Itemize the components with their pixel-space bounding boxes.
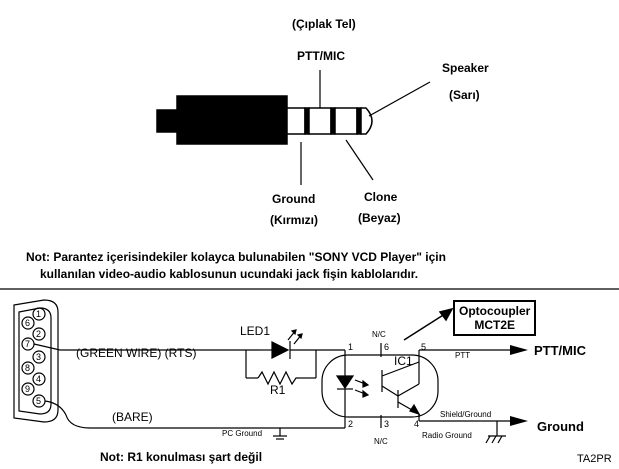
ptt-line-label: PTT: [455, 351, 471, 360]
shield-ground-label: Shield/Ground: [440, 410, 492, 419]
jack-ring-segment: [334, 107, 358, 135]
r1-optional-note: Not: R1 konulması şart değil: [100, 450, 263, 464]
author-tag: TA2PR: [577, 453, 612, 465]
jack-speaker-label: Speaker: [442, 61, 489, 75]
ic-pin-4: 4: [414, 419, 420, 429]
db9-connector: [13, 299, 59, 423]
db9-pin-hole-6: [21, 316, 35, 330]
jack-sleeve: [286, 107, 306, 135]
jack-body: [176, 95, 288, 145]
ground-output-label: Ground: [537, 419, 584, 434]
ic1-label: IC1: [394, 354, 413, 368]
resistor-r1-symbol: [257, 370, 300, 386]
radio-ground-label: Radio Ground: [422, 431, 472, 440]
db9-pin-hole-2: [32, 327, 46, 341]
ptt-arrowhead: [510, 345, 528, 355]
r1-label: R1: [270, 383, 286, 397]
db9-pin-hole-8: [21, 361, 35, 375]
led1-label: LED1: [240, 324, 271, 338]
radio-ground-symbol: [485, 435, 506, 444]
db9-pin-hole-4: [32, 372, 46, 386]
jack-cable-end: [156, 109, 178, 133]
pc-ground-symbol: [273, 435, 287, 440]
db9-pin-7: 7: [25, 339, 31, 349]
jack-ground-note: (Kırmızı): [270, 213, 318, 227]
jack-clone-note: (Beyaz): [358, 211, 401, 225]
db9-pin-2: 2: [36, 329, 42, 339]
ic1-optocoupler: [321, 343, 440, 428]
optocoupler-label-line-1: Optocoupler: [459, 304, 531, 318]
db9-pin-hole-1: [32, 307, 46, 321]
db9-inner-shell: [18, 307, 52, 415]
jack-leader-lines: [300, 70, 431, 185]
optocoupler-label-box: Optocoupler MCT2E: [453, 300, 537, 336]
optocoupler-pointer: [403, 307, 454, 341]
ic-nc-top-label: N/C: [372, 330, 386, 339]
jack-ground-label: Ground: [272, 192, 316, 206]
bare-wire-label: (BARE): [112, 410, 153, 424]
circuit-wires: [33, 343, 510, 436]
optocoupler-label-line-2: MCT2E: [474, 318, 515, 332]
ic-pin-3: 3: [384, 419, 390, 429]
jack-clone-label: Clone: [364, 190, 398, 204]
note-line-2: kullanılan video-audio kablosunun ucunda…: [40, 267, 419, 281]
ic-pin-1: 1: [348, 342, 354, 352]
db9-shell: [13, 299, 59, 423]
jack-top-note: (Çıplak Tel): [292, 17, 356, 31]
ic-pin-5: 5: [421, 342, 427, 352]
db9-pin-3: 3: [36, 352, 42, 362]
jack-speaker-note: (Sarı): [449, 88, 480, 102]
db9-pin-9: 9: [25, 384, 31, 394]
green-wire-label: (GREEN WIRE) (RTS): [76, 346, 197, 360]
jack-ptt-mic-label: PTT/MIC: [297, 49, 345, 63]
ic-pin-6: 6: [384, 342, 390, 352]
led1-symbol: [271, 329, 303, 359]
ic-nc-bottom-label: N/C: [374, 437, 388, 446]
ground-arrowhead: [510, 416, 528, 426]
ptt-mic-output-label: PTT/MIC: [534, 343, 586, 358]
ic1-body: [321, 354, 439, 418]
ic-pin-2: 2: [348, 419, 354, 429]
db9-pin-8: 8: [25, 363, 31, 373]
db9-pin-hole-3: [32, 350, 46, 364]
db9-pin-4: 4: [36, 374, 42, 384]
db9-pin-6: 6: [25, 318, 31, 328]
db9-pin-5: 5: [36, 396, 42, 406]
audio-jack-plug: [156, 95, 373, 145]
db9-pin-1: 1: [36, 309, 42, 319]
note-line-1: Not: Parantez içerisindekiler kolayca bu…: [26, 250, 446, 264]
db9-pin-hole-9: [21, 382, 35, 396]
pc-ground-label: PC Ground: [222, 429, 263, 438]
jack-ring-1-segment: [308, 107, 332, 135]
jack-tip: [360, 107, 373, 135]
